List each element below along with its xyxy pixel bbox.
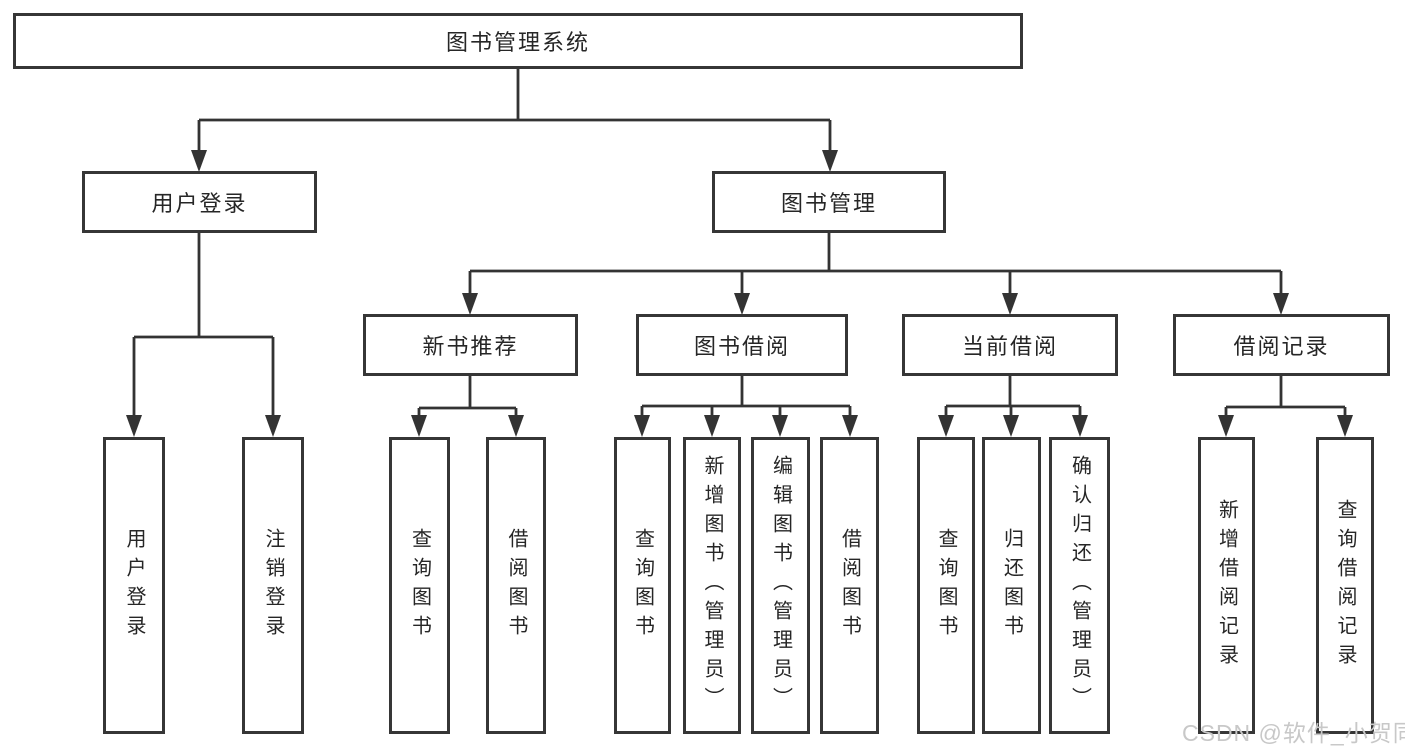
- arrowhead-icon: [411, 415, 427, 437]
- leaf-return-book: 归还图书: [982, 437, 1041, 734]
- leaf-borrow-books-recommend: 借阅图书: [486, 437, 546, 734]
- leaf-label: 新增图书（管理员）: [701, 455, 723, 716]
- leaf-label: 用户登录: [123, 527, 145, 644]
- arrowhead-icon: [1273, 293, 1289, 315]
- leaf-label: 注销登录: [262, 527, 284, 644]
- node-user-login: 用户登录: [82, 171, 317, 233]
- leaf-label: 借阅图书: [505, 527, 527, 644]
- node-book-borrow: 图书借阅: [636, 314, 848, 376]
- leaf-add-book-admin: 新增图书（管理员）: [683, 437, 741, 734]
- arrowhead-icon: [462, 293, 478, 315]
- arrowhead-icon: [634, 415, 650, 437]
- csdn-watermark: CSDN @软件_小贺同学: [1182, 720, 1405, 746]
- leaf-borrow-books: 借阅图书: [820, 437, 879, 734]
- leaf-query-books-borrow: 查询图书: [614, 437, 671, 734]
- arrowhead-icon: [1003, 415, 1019, 437]
- arrowhead-icon: [1218, 415, 1234, 437]
- node-label: 图书管理: [780, 191, 877, 216]
- arrowhead-icon: [734, 293, 750, 315]
- edges-root-to-level2: [191, 69, 838, 172]
- leaf-query-borrow-record: 查询借阅记录: [1316, 437, 1374, 734]
- node-library-management-system: 图书管理系统: [13, 13, 1023, 69]
- leaf-user-login: 用户登录: [103, 437, 165, 734]
- leaf-label: 新增借阅记录: [1215, 498, 1238, 673]
- leaf-edit-book-admin: 编辑图书（管理员）: [751, 437, 810, 734]
- arrowhead-icon: [704, 415, 720, 437]
- edges-current-borrow-children: [938, 376, 1088, 437]
- edges-borrow-records-children: [1218, 376, 1353, 437]
- node-label: 当前借阅: [961, 334, 1058, 359]
- edges-book-management-children: [462, 233, 1289, 315]
- leaf-label: 查询图书: [631, 527, 654, 644]
- arrowhead-icon: [265, 415, 281, 437]
- edges-new-book-recommend-children: [411, 376, 524, 437]
- leaf-label: 确认归还（管理员）: [1068, 455, 1091, 716]
- node-label: 图书借阅: [693, 334, 790, 359]
- arrowhead-icon: [1002, 293, 1018, 315]
- arrowhead-icon: [508, 415, 524, 437]
- node-label: 图书管理系统: [445, 30, 590, 55]
- leaf-label: 编辑图书（管理员）: [769, 455, 792, 716]
- node-label: 用户登录: [151, 191, 248, 216]
- arrowhead-icon: [938, 415, 954, 437]
- arrowhead-icon: [1337, 415, 1353, 437]
- leaf-confirm-return-admin: 确认归还（管理员）: [1049, 437, 1110, 734]
- arrowhead-icon: [126, 415, 142, 437]
- node-current-borrow: 当前借阅: [902, 314, 1118, 376]
- leaf-query-books-current: 查询图书: [917, 437, 975, 734]
- arrowhead-icon: [842, 415, 858, 437]
- arrowhead-icon: [1072, 415, 1088, 437]
- leaf-label: 查询借阅记录: [1334, 498, 1356, 673]
- edges-user-login-children: [126, 233, 281, 437]
- leaf-label: 查询图书: [935, 527, 957, 644]
- node-label: 新书推荐: [422, 334, 519, 359]
- edges-book-borrow-children: [634, 376, 858, 437]
- leaf-logout: 注销登录: [242, 437, 304, 734]
- node-borrow-records: 借阅记录: [1173, 314, 1390, 376]
- arrowhead-icon: [772, 415, 788, 437]
- leaf-label: 归还图书: [1000, 527, 1023, 644]
- arrowhead-icon: [191, 150, 207, 172]
- leaf-add-borrow-record: 新增借阅记录: [1198, 437, 1255, 734]
- node-new-book-recommend: 新书推荐: [363, 314, 578, 376]
- leaf-label: 借阅图书: [838, 527, 861, 644]
- leaf-label: 查询图书: [408, 527, 431, 644]
- arrowhead-icon: [822, 150, 838, 172]
- node-book-management: 图书管理: [712, 171, 946, 233]
- node-label: 借阅记录: [1233, 334, 1330, 359]
- leaf-query-books-recommend: 查询图书: [389, 437, 450, 734]
